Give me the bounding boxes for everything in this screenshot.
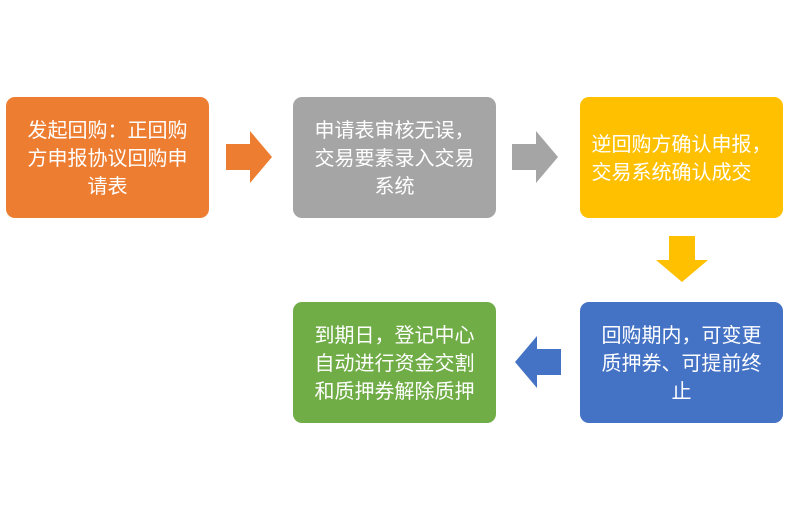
step-confirm-trade-box: 逆回购方确认申报， 交易系统确认成交 xyxy=(580,97,783,218)
step-review-entry-box: 申请表审核无误， 交易要素录入交易 系统 xyxy=(293,97,496,218)
step-during-repo-box: 回购期内，可变更 质押券、可提前终 止 xyxy=(580,302,783,423)
right-arrow-icon xyxy=(512,131,558,183)
left-arrow-icon xyxy=(515,336,561,388)
step-maturity-settlement-label: 到期日，登记中心 自动进行资金交割 和质押券解除质押 xyxy=(314,322,475,403)
step-confirm-trade-label: 逆回购方确认申报， 交易系统确认成交 xyxy=(591,131,772,184)
step-initiate-repo-box: 发起回购：正回购 方申报协议回购申 请表 xyxy=(6,97,209,218)
step-during-repo-label: 回购期内，可变更 质押券、可提前终 止 xyxy=(601,322,762,403)
down-arrow-icon xyxy=(656,236,708,282)
step-maturity-settlement-box: 到期日，登记中心 自动进行资金交割 和质押券解除质押 xyxy=(293,302,496,423)
step-initiate-repo-label: 发起回购：正回购 方申报协议回购申 请表 xyxy=(27,117,188,198)
step-review-entry-label: 申请表审核无误， 交易要素录入交易 系统 xyxy=(314,117,475,198)
right-arrow-icon xyxy=(226,131,272,183)
